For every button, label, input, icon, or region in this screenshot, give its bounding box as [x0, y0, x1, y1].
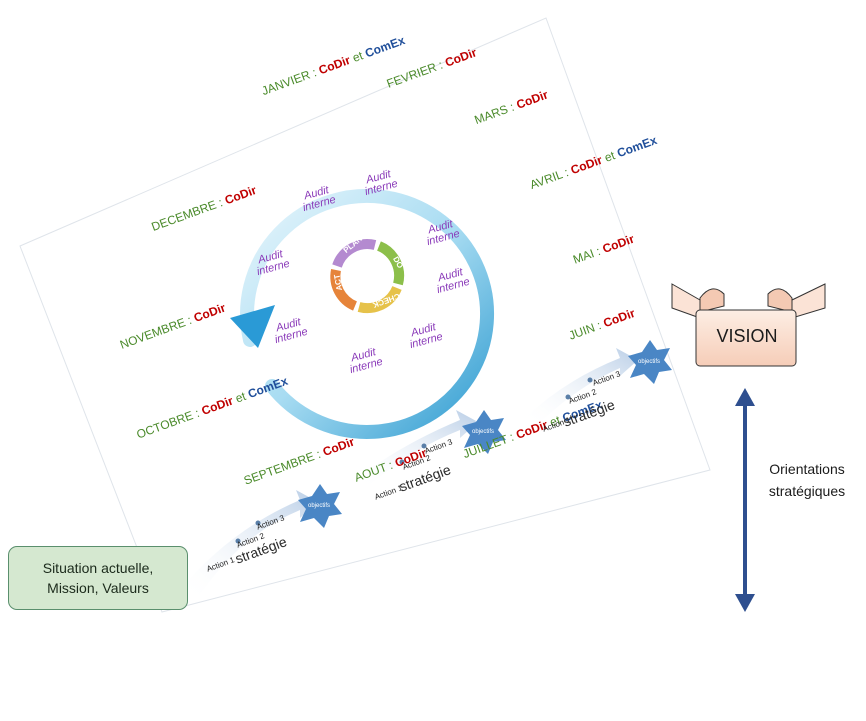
month-septembre: SEPTEMBRE : CoDir — [242, 435, 356, 488]
orientations-label: Orientations stratégiques — [748, 458, 866, 502]
strategy-stairs — [180, 348, 638, 595]
codir-label: CoDir — [568, 152, 605, 178]
codir-label: CoDir — [320, 434, 357, 459]
month-decembre: DECEMBRE : CoDir — [150, 183, 259, 234]
month-novembre: NOVEMBRE : CoDir — [118, 301, 227, 352]
month-label: JUIN : — [566, 318, 604, 343]
codir-label: CoDir — [316, 52, 353, 78]
objectives-label: objectifs — [472, 429, 495, 435]
vision-scroll — [671, 283, 826, 367]
month-label: SEPTEMBRE : — [241, 446, 323, 488]
action-dots — [235, 377, 593, 544]
month-label: JANVIER : — [259, 65, 319, 99]
month-fevrier: FEVRIER : CoDir — [385, 45, 479, 91]
objective-star-2 — [462, 410, 506, 454]
objectives-label: objectifs — [638, 359, 661, 365]
month-label: AVRIL : — [527, 165, 571, 192]
orientations-line-1: Orientations — [769, 461, 845, 477]
calendar-panel — [19, 17, 711, 613]
situation-line-2: Mission, Valeurs — [47, 580, 149, 596]
codir-label: CoDir — [443, 45, 479, 70]
month-avril: AVRIL : CoDir et ComEx — [528, 133, 659, 192]
codir-label: CoDir — [191, 300, 228, 325]
codir-label: CoDir — [514, 87, 550, 112]
comex-label: ComEx — [363, 33, 407, 61]
month-janvier: JANVIER : CoDir et ComEx — [260, 33, 407, 98]
vision-label: VISION — [716, 326, 778, 346]
situation-line-1: Situation actuelle, — [42, 560, 154, 576]
objective-star-3 — [628, 340, 672, 384]
codir-label: CoDir — [222, 182, 259, 208]
objectives-label: objectifs — [308, 503, 331, 509]
cycle-arrow — [230, 189, 495, 439]
et-label: et — [233, 389, 248, 406]
objective-star-1 — [298, 484, 342, 528]
double-arrow — [735, 388, 755, 612]
month-label: FEVRIER : — [384, 57, 445, 91]
et-label: et — [350, 48, 365, 65]
diagram-canvas — [19, 17, 826, 613]
pdca-wheel — [330, 239, 405, 314]
month-label: DECEMBRE : — [149, 195, 225, 234]
orientations-line-2: stratégiques — [768, 483, 846, 499]
month-label: OCTOBRE : — [134, 405, 202, 442]
codir-label: CoDir — [600, 231, 637, 256]
month-label: MARS : — [472, 99, 517, 128]
month-mai: MAI : CoDir — [571, 232, 636, 267]
month-label: AOUT : — [352, 457, 395, 485]
codir-label: CoDir — [199, 393, 236, 418]
month-juin: JUIN : CoDir — [567, 306, 637, 343]
codir-label: CoDir — [601, 305, 637, 331]
month-octobre: OCTOBRE : CoDir et ComEx — [135, 374, 290, 442]
month-label: NOVEMBRE : — [117, 312, 194, 352]
month-label: MAI : — [571, 243, 603, 267]
month-mars: MARS : CoDir — [472, 87, 549, 127]
comex-label: ComEx — [615, 132, 659, 161]
comex-label: ComEx — [245, 373, 290, 402]
et-label: et — [602, 148, 617, 165]
situation-box: Situation actuelle, Mission, Valeurs — [8, 546, 188, 610]
